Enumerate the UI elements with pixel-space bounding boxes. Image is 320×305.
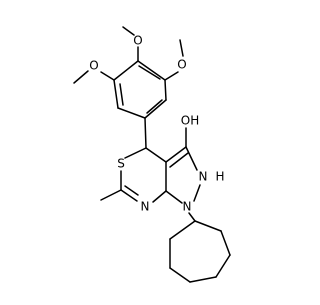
bond-aryl-c4 — [144, 117, 147, 149]
bond-c3a-c4 — [145, 147, 167, 163]
bond-cy-1 — [194, 220, 222, 232]
molecule-canvas: O O O OH S N N H N — [73, 26, 231, 283]
bond-top-methyl — [122, 26, 135, 36]
atom-n1: N — [183, 200, 192, 214]
atom-s: S — [117, 157, 125, 171]
atom-o-left: O — [89, 59, 98, 73]
bond-cy-7 — [169, 220, 196, 240]
atom-oh: OH — [181, 114, 199, 128]
bond-n1-cy — [188, 212, 196, 222]
bond-cy-5 — [169, 267, 191, 283]
bond-ar-4 — [144, 99, 167, 119]
bond-ar-3 — [117, 107, 146, 119]
bond-left-o-ring — [100, 71, 115, 81]
atom-nh: N — [199, 170, 208, 184]
bond-c4-s — [124, 147, 147, 159]
bond-n-c7a — [152, 190, 167, 203]
bond-right-methyl — [179, 39, 184, 57]
bond-left-methyl — [73, 70, 89, 84]
bond-c6-n-double — [124, 185, 139, 196]
bond-c3a-c3 — [165, 146, 187, 163]
bond-methyl — [100, 189, 122, 201]
bond-right-o-ring — [164, 71, 179, 81]
bond-ar-5 — [164, 79, 167, 101]
atom-o-top: O — [133, 34, 142, 48]
bond-ar-1 — [113, 60, 139, 81]
atom-o-right: O — [177, 58, 186, 72]
bond-cy-4 — [189, 276, 217, 283]
bond-ar-inner-1 — [119, 83, 124, 106]
atom-n-ring: N — [141, 200, 150, 214]
structure-drawing: O O O OH S N N H N — [73, 26, 231, 283]
atom-h: H — [215, 170, 224, 184]
bond-cy-2 — [220, 230, 231, 256]
bond-ar-6 — [137, 60, 166, 81]
bond-n1-c7a — [165, 190, 183, 204]
bond-n2-n1 — [193, 184, 201, 202]
bond-ar-2 — [113, 79, 119, 109]
bond-c3a-c3-double — [169, 152, 189, 168]
bond-ar-inner-3 — [138, 65, 161, 80]
bond-ar-inner-2 — [146, 99, 163, 114]
bond-c6-n — [120, 189, 138, 202]
bond-cy-3 — [215, 254, 231, 278]
bond-c3-n2 — [185, 146, 198, 171]
